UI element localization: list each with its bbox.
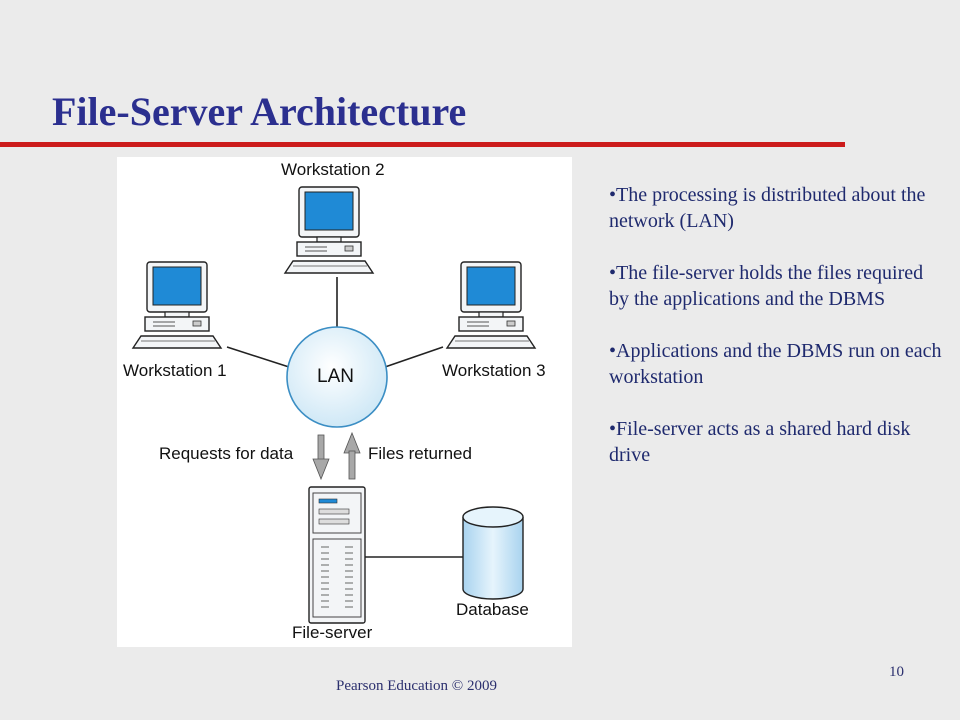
workstation-1-label: Workstation 1 xyxy=(123,361,227,380)
slide-title: File-Server Architecture xyxy=(52,89,467,134)
page-number: 10 xyxy=(889,664,904,680)
returned-label: Files returned xyxy=(368,444,472,463)
return-arrow-icon xyxy=(343,431,361,480)
bullet-item: File-server acts as a shared hard disk d… xyxy=(609,416,944,468)
workstation-2-label: Workstation 2 xyxy=(281,160,385,179)
file-server-icon xyxy=(308,486,366,624)
workstation-3-label: Workstation 3 xyxy=(442,361,546,380)
file-server-label: File-server xyxy=(292,623,373,642)
requests-label: Requests for data xyxy=(159,444,294,463)
database-label: Database xyxy=(456,600,529,619)
workstation-3-icon xyxy=(445,261,537,349)
link-ws1-lan xyxy=(226,346,290,368)
lan-label: LAN xyxy=(317,366,354,387)
workstation-2-icon xyxy=(283,186,375,274)
bullet-item: Applications and the DBMS run on each wo… xyxy=(609,338,944,390)
request-arrow-icon xyxy=(312,434,330,481)
workstation-1-icon xyxy=(131,261,223,349)
architecture-diagram: Workstation 2 Workstation 1 Workstation … xyxy=(117,157,572,647)
lan-circle xyxy=(286,326,388,428)
link-ws3-lan xyxy=(384,346,444,368)
diagram-canvas xyxy=(131,186,537,624)
bullet-item: The file-server holds the files required… xyxy=(609,260,944,312)
database-icon xyxy=(462,506,524,600)
bullet-item: The processing is distributed about the … xyxy=(609,182,944,234)
title-divider xyxy=(0,142,845,147)
bullet-list: The processing is distributed about the … xyxy=(609,182,944,494)
footer-copyright: Pearson Education © 2009 xyxy=(336,678,497,694)
